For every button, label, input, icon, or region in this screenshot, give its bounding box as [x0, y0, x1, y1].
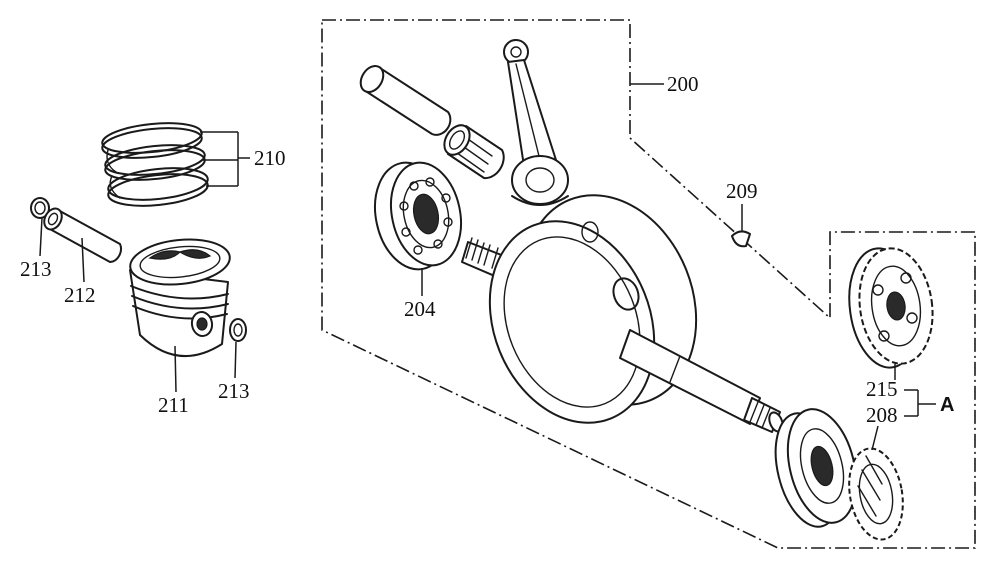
- ball-bearing-right: [774, 408, 858, 528]
- label-group-a: A: [940, 394, 954, 416]
- piston-pin: [43, 207, 122, 263]
- label-213-right: 213: [218, 379, 250, 403]
- label-215: 215: [866, 377, 898, 401]
- label-212: 212: [64, 283, 96, 307]
- label-204: 204: [404, 297, 436, 321]
- woodruff-key: [731, 230, 751, 248]
- circlip-right: [229, 318, 247, 342]
- circlip-left: [30, 197, 50, 219]
- label-211: 211: [158, 393, 189, 417]
- part-labels: 200 210 213 212 211 213 204 209 215 208 …: [20, 72, 954, 427]
- label-208: 208: [866, 403, 898, 427]
- timing-gear: [848, 447, 904, 541]
- crank-pin: [359, 64, 452, 136]
- leader-lines: [39, 83, 936, 451]
- label-210: 210: [254, 146, 286, 170]
- label-200: 200: [667, 72, 699, 96]
- crankshaft: [461, 194, 784, 433]
- ball-bearing-left: [374, 161, 462, 271]
- connecting-rod: [503, 39, 569, 206]
- piston: [129, 238, 231, 357]
- label-209: 209: [726, 179, 758, 203]
- needle-bearing: [443, 124, 505, 180]
- assembly-boundary: [321, 19, 976, 549]
- drive-gear: [848, 247, 934, 369]
- piston-rings: [101, 122, 209, 207]
- label-213-left: 213: [20, 257, 52, 281]
